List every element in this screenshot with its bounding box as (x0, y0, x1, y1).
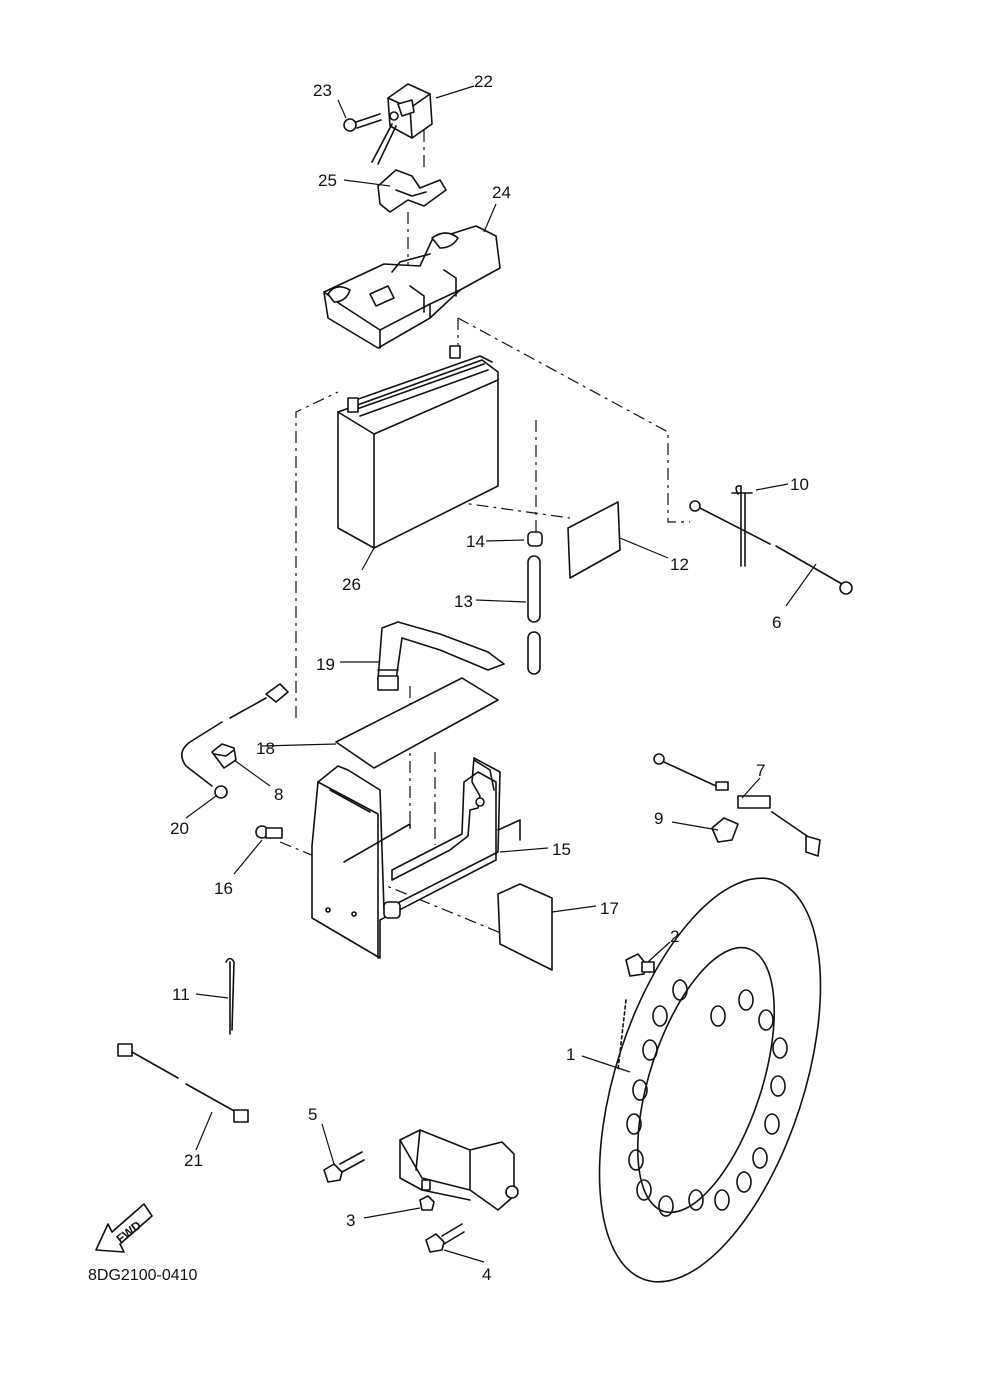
callout-22: 22 (474, 72, 493, 91)
bolt-23 (343, 113, 382, 132)
callout-5: 5 (308, 1105, 317, 1124)
starter-relay-22 (371, 83, 433, 165)
relay-bracket-25 (377, 169, 447, 213)
callout-21: 21 (184, 1151, 203, 1170)
bolt-16 (255, 825, 283, 839)
callouts: 22 23 25 24 26 12 14 13 10 6 19 18 8 20 … (170, 72, 809, 1284)
callout-18: 18 (256, 739, 275, 758)
nut-3 (419, 1195, 435, 1211)
band-11 (225, 957, 235, 1035)
battery-band-19 (377, 621, 505, 691)
band-10 (731, 485, 753, 567)
pad-12 (567, 501, 621, 579)
callout-25: 25 (318, 171, 337, 190)
diagram-code: 8DG2100-0410 (88, 1267, 198, 1284)
callout-24: 24 (492, 183, 511, 202)
callout-2: 2 (670, 927, 679, 946)
starter-motor (399, 1129, 519, 1211)
breather-hose-13 (527, 555, 541, 675)
terminal-cover-9 (711, 817, 739, 843)
callout-9: 9 (654, 809, 663, 828)
callout-14: 14 (466, 532, 485, 551)
terminal-cover-8 (211, 743, 237, 769)
starter-lead-7 (653, 753, 821, 857)
insulator-17 (497, 883, 553, 971)
battery-cover-24 (323, 225, 501, 349)
battery-negative-lead-6 (689, 500, 853, 595)
callout-12: 12 (670, 555, 689, 574)
callout-19: 19 (316, 655, 335, 674)
battery-positive-lead-20 (181, 683, 289, 799)
callout-1: 1 (566, 1045, 575, 1064)
callout-8: 8 (274, 785, 283, 804)
starter-wheel-gear-1 (598, 877, 822, 1283)
callout-4: 4 (482, 1265, 491, 1284)
plate-18 (335, 677, 499, 769)
callout-23: 23 (313, 81, 332, 100)
battery-26 (337, 345, 499, 549)
callout-26: 26 (342, 575, 361, 594)
callout-10: 10 (790, 475, 809, 494)
callout-6: 6 (772, 613, 781, 632)
bolt-4 (425, 1223, 465, 1253)
callout-11: 11 (172, 985, 190, 1004)
callout-13: 13 (454, 592, 473, 611)
callout-7: 7 (756, 761, 765, 780)
leader-lines (185, 85, 817, 1263)
callout-15: 15 (552, 840, 571, 859)
callout-17: 17 (600, 899, 619, 918)
fwd-arrow-icon: FWD (95, 1203, 153, 1253)
gear-holes (626, 979, 788, 1217)
lead-21 (117, 1043, 249, 1123)
bolt-2 (625, 953, 655, 977)
battery-case-15 (311, 757, 521, 959)
callout-20: 20 (170, 819, 189, 838)
callout-16: 16 (214, 879, 233, 898)
bolt-5 (323, 1151, 365, 1183)
cap-14 (527, 531, 543, 547)
callout-3: 3 (346, 1211, 355, 1230)
